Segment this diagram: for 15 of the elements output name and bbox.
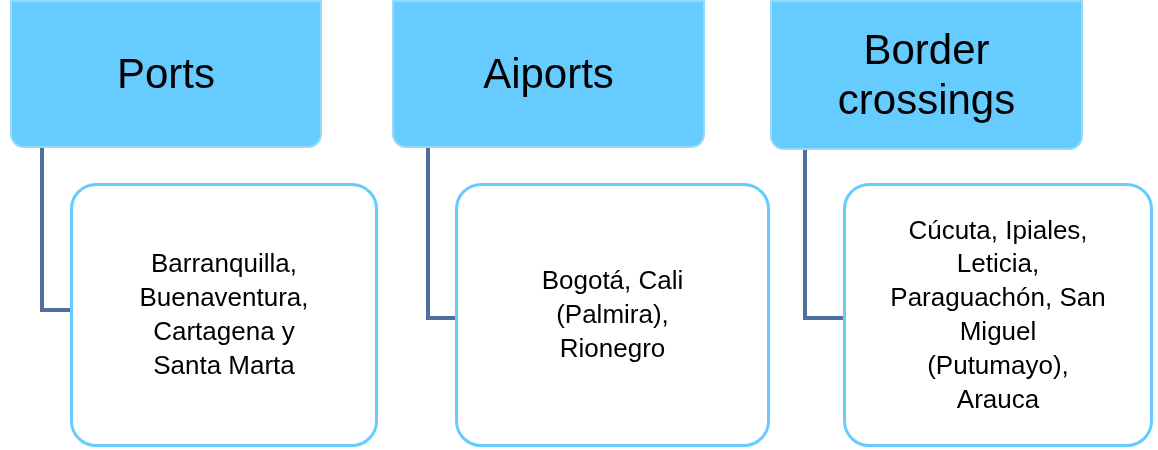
category-box — [392, 0, 705, 148]
list-box — [70, 183, 378, 447]
list-box — [455, 183, 770, 447]
category-title: Aiports — [483, 49, 614, 99]
list-box — [843, 183, 1153, 447]
connector-line — [803, 150, 843, 320]
place-list: Barranquilla, Buenaventura, Cartagena y Santa Marta — [119, 247, 329, 383]
place-list: Cúcuta, Ipiales, Leticia, Paraguachón, San Miguel (Putumayo), Arauca — [885, 213, 1111, 417]
category-title: Border crossings — [836, 25, 1017, 125]
place-list: Bogotá, Cali (Palmira), Rionegro — [525, 264, 700, 366]
category-title: Ports — [117, 49, 215, 99]
category-box — [770, 0, 1083, 150]
category-box — [10, 0, 322, 148]
connector-line — [40, 148, 70, 312]
connector-line — [426, 148, 455, 320]
